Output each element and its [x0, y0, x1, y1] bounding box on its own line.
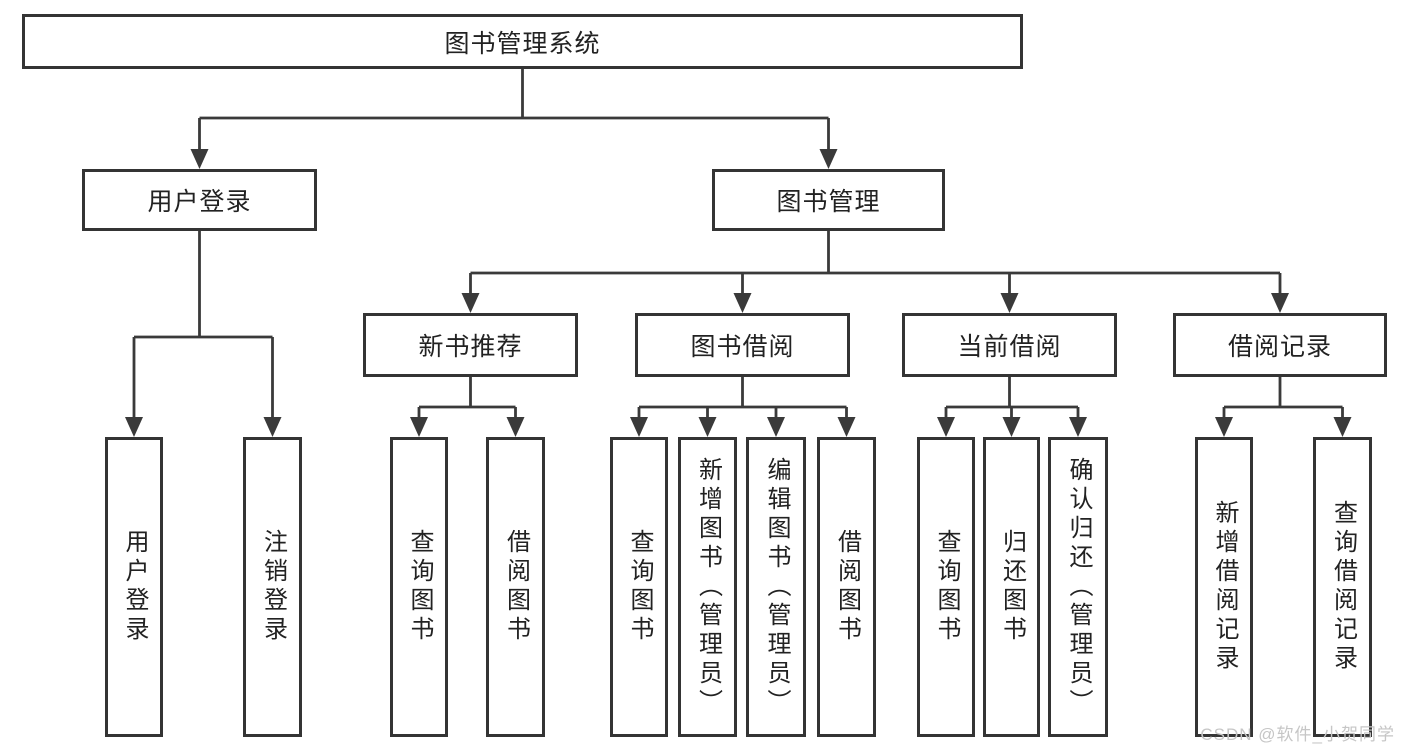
leaf-query-books-recommend: 查询图书: [390, 437, 448, 737]
connector-lines: [132, 69, 1344, 419]
leaf-add-borrow-record: 新增借阅记录: [1195, 437, 1253, 737]
node-label: 注销登录: [259, 529, 287, 645]
node-library-management-system: 图书管理系统: [22, 14, 1023, 69]
node-current-borrowing: 当前借阅: [902, 313, 1117, 377]
node-label: 归还图书: [998, 529, 1026, 645]
node-label: 当前借阅: [957, 333, 1062, 361]
node-label: 用户登录: [121, 529, 148, 645]
node-label: 查询图书: [626, 529, 653, 645]
leaf-query-books-current: 查询图书: [917, 437, 975, 737]
csdn-watermark: CSDN @软件_小贺同学: [1200, 725, 1395, 744]
node-label: 图书借阅: [690, 333, 795, 361]
node-label: 用户登录: [147, 188, 252, 216]
arrow-down-icon: [733, 293, 752, 313]
arrow-down-icon: [819, 149, 838, 169]
node-label: 新书推荐: [418, 333, 523, 361]
arrow-down-icon: [837, 417, 856, 437]
arrow-down-icon: [1002, 417, 1021, 437]
node-label: 图书管理: [776, 188, 881, 216]
leaf-user-login: 用户登录: [105, 437, 163, 737]
node-label: 新增图书（管理员）: [694, 456, 722, 718]
arrow-down-icon: [1271, 293, 1289, 313]
arrow-down-icon: [410, 417, 428, 437]
node-label: 编辑图书（管理员）: [763, 456, 790, 718]
leaf-return-books: 归还图书: [983, 437, 1040, 737]
leaf-confirm-return-admin: 确认归还（管理员）: [1048, 437, 1108, 737]
node-label: 借阅记录: [1227, 333, 1332, 361]
leaf-add-books-admin: 新增图书（管理员）: [678, 437, 737, 737]
arrow-down-icon: [461, 293, 480, 313]
node-book-management: 图书管理: [712, 169, 945, 231]
arrow-down-icon: [698, 417, 717, 437]
node-new-book-recommendation: 新书推荐: [363, 313, 578, 377]
node-label: 借阅图书: [502, 529, 530, 645]
node-label: 查询借阅记录: [1329, 500, 1357, 674]
node-label: 查询图书: [933, 529, 960, 645]
arrow-down-icon: [630, 417, 648, 437]
arrow-down-icon: [263, 417, 282, 437]
leaf-borrow-books-recommend: 借阅图书: [486, 437, 545, 737]
node-label: 图书管理系统: [444, 29, 601, 58]
node-book-borrowing: 图书借阅: [635, 313, 850, 377]
node-borrowing-records: 借阅记录: [1173, 313, 1387, 377]
leaf-query-borrow-record: 查询借阅记录: [1313, 437, 1372, 737]
leaf-logout: 注销登录: [243, 437, 302, 737]
arrow-down-icon: [1333, 417, 1352, 437]
arrow-down-icon: [1069, 417, 1087, 437]
node-label: 查询图书: [406, 529, 433, 645]
node-user-login: 用户登录: [82, 169, 317, 231]
arrow-down-icon: [1215, 417, 1233, 437]
node-label: 新增借阅记录: [1211, 500, 1238, 674]
arrow-down-icon: [1000, 293, 1019, 313]
node-label: 借阅图书: [833, 529, 861, 645]
arrow-down-icon: [125, 417, 143, 437]
arrow-down-icon: [767, 417, 785, 437]
leaf-edit-books-admin: 编辑图书（管理员）: [746, 437, 806, 737]
node-label: 确认归还（管理员）: [1065, 456, 1092, 718]
leaf-query-books-borrowing: 查询图书: [610, 437, 668, 737]
arrow-down-icon: [937, 417, 955, 437]
arrow-down-icon: [190, 149, 209, 169]
arrow-down-icon: [506, 417, 525, 437]
leaf-borrow-books-borrowing: 借阅图书: [817, 437, 876, 737]
arrowhead-icons: [125, 149, 1352, 437]
